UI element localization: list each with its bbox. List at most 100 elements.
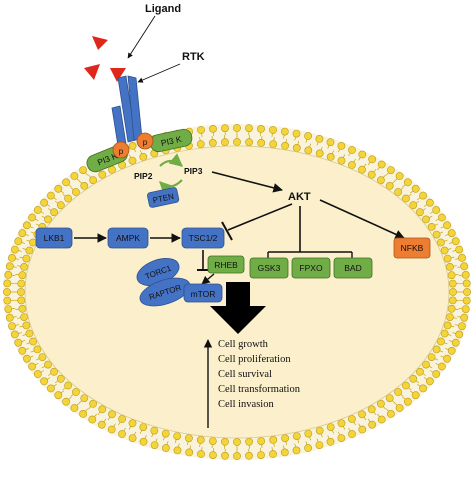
lipid-head — [448, 230, 455, 237]
lipid-head — [34, 206, 41, 213]
lipid-head — [420, 385, 427, 392]
lipid-head — [395, 388, 402, 395]
lipid-head — [293, 130, 300, 137]
lipid-head — [221, 139, 228, 146]
lipid-head — [327, 438, 334, 445]
lipid-head — [377, 400, 384, 407]
outcome-item: Cell survival — [218, 369, 272, 380]
phosphate-circle: p — [137, 133, 153, 149]
lipid-head — [245, 125, 252, 132]
bad-node: BAD — [334, 258, 372, 278]
lipid-head — [387, 410, 394, 417]
lipid-head — [448, 272, 455, 279]
lipid-head — [359, 151, 366, 158]
lipid-head — [162, 444, 169, 451]
lipid-head — [80, 410, 87, 417]
svg-text:GSK3: GSK3 — [258, 263, 281, 273]
pip2-label: PIP2 — [134, 171, 153, 181]
lipid-head — [19, 230, 26, 237]
svg-text:FPXO: FPXO — [299, 263, 323, 273]
lipid-head — [463, 297, 470, 304]
lipid-head — [4, 280, 11, 287]
lipid-head — [463, 288, 470, 295]
lipid-head — [162, 430, 169, 437]
lipid-head — [29, 338, 36, 345]
lipid-head — [444, 355, 451, 362]
lipid-head — [257, 452, 264, 459]
lipid-head — [11, 246, 18, 253]
ampk-node: AMPK — [108, 228, 148, 248]
lipid-head — [5, 306, 12, 313]
lipid-head — [359, 426, 366, 433]
lipid-head — [369, 156, 376, 163]
rtk-receptor — [112, 76, 142, 146]
lipid-head — [186, 449, 193, 456]
lipid-head — [72, 388, 79, 395]
lipid-head — [129, 420, 136, 427]
lipid-head — [197, 450, 204, 457]
lipid-head — [441, 330, 448, 337]
lipid-head — [245, 452, 252, 459]
lipid-head — [412, 185, 419, 192]
lipid-head — [118, 430, 125, 437]
lipid-head — [316, 442, 323, 449]
svg-text:LKB1: LKB1 — [44, 233, 65, 243]
lipid-head — [26, 330, 33, 337]
lipid-head — [197, 436, 204, 443]
lipid-head — [420, 192, 427, 199]
lipid-head — [8, 323, 15, 330]
lipid-head — [368, 171, 375, 178]
lipid-head — [233, 124, 240, 131]
lipid-head — [305, 147, 312, 154]
lipid-head — [209, 438, 216, 445]
lipid-head — [426, 378, 433, 385]
lipid-head — [270, 436, 277, 443]
lipid-head — [358, 166, 365, 173]
lipid-head — [18, 297, 25, 304]
lipid-head — [6, 314, 13, 321]
lipid-head — [28, 363, 35, 370]
lipid-head — [348, 161, 355, 168]
lipid-head — [461, 263, 468, 270]
outcome-item: Cell proliferation — [218, 354, 291, 365]
lipid-head — [316, 150, 323, 157]
lipid-head — [316, 427, 323, 434]
lipid-head — [338, 142, 345, 149]
lipid-head — [305, 430, 312, 437]
lipid-head — [281, 128, 288, 135]
lipid-head — [80, 167, 87, 174]
lipid-head — [11, 331, 18, 338]
lipid-head — [327, 424, 334, 431]
lipid-head — [458, 323, 465, 330]
lipid-head — [23, 255, 30, 262]
lipid-head — [21, 263, 28, 270]
lipid-head — [209, 125, 216, 132]
lipid-head — [129, 435, 136, 442]
mtor-node: mTOR — [184, 284, 222, 302]
lipid-head — [90, 177, 97, 184]
lipid-head — [233, 438, 240, 445]
lipid-head — [23, 322, 30, 329]
akt-label: AKT — [288, 191, 311, 203]
lipid-head — [305, 444, 312, 451]
rheb-node: RHEB — [208, 256, 244, 273]
lipid-head — [55, 392, 62, 399]
lipid-head — [258, 438, 265, 445]
lipid-head — [338, 157, 345, 164]
lipid-head — [3, 288, 10, 295]
lipid-head — [281, 449, 288, 456]
lipid-head — [338, 435, 345, 442]
lipid-head — [316, 135, 323, 142]
lipid-head — [462, 306, 469, 313]
lipid-head — [233, 452, 240, 459]
lipid-head — [428, 354, 435, 361]
lipid-head — [348, 146, 355, 153]
lipid-head — [72, 188, 79, 195]
lipid-head — [90, 400, 97, 407]
lipid-head — [55, 185, 62, 192]
lipid-head — [378, 416, 385, 423]
lipid-head — [185, 435, 192, 442]
lipid-head — [378, 161, 385, 168]
rtk-label: RTK — [182, 51, 205, 63]
